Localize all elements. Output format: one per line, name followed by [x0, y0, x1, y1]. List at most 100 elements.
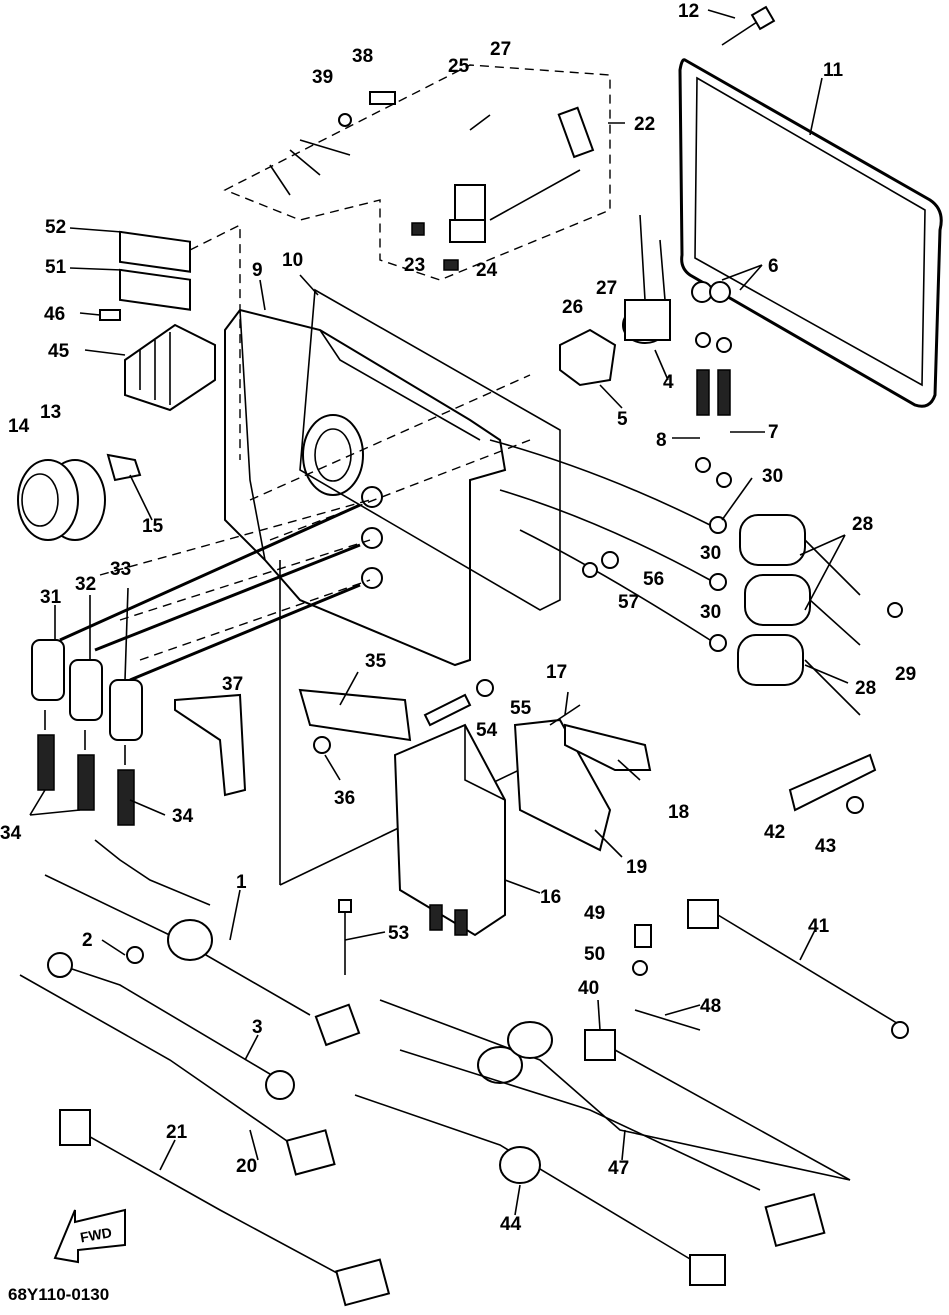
callout-56: 56	[643, 569, 664, 590]
callout-19: 19	[626, 857, 647, 878]
callout-40: 40	[578, 978, 599, 999]
callout-16: 16	[540, 887, 561, 908]
electrical-box	[224, 308, 507, 667]
callout-2: 2	[82, 930, 93, 951]
bolt-54	[423, 693, 472, 727]
rectifier	[99, 309, 216, 412]
connector-bracket	[174, 693, 247, 797]
callout-25: 25	[448, 56, 470, 77]
callout-46: 46	[44, 304, 65, 325]
callout-32: 32	[75, 574, 96, 595]
bolt-29	[887, 602, 903, 618]
callout-12: 12	[678, 1, 699, 22]
nut-56	[601, 551, 619, 569]
callout-53: 53	[388, 923, 409, 944]
callout-18: 18	[668, 802, 689, 823]
callout-41: 41	[808, 916, 830, 937]
callout-30b: 30	[700, 543, 721, 564]
callout-labels: 1 2 3 4 5 6 7 8 9 10 11 12 13 14 15 16 1…	[0, 1, 916, 1235]
plug-caps	[31, 503, 361, 741]
callout-39: 39	[312, 67, 333, 88]
callout-35: 35	[365, 651, 387, 672]
callout-13: 13	[40, 402, 61, 423]
leader-dash-5	[119, 539, 371, 621]
callout-1: 1	[236, 872, 247, 893]
callout-7: 7	[768, 422, 779, 443]
callout-21: 21	[166, 1122, 188, 1143]
callout-34a: 34	[0, 823, 22, 844]
callout-28b: 28	[855, 678, 876, 699]
fwd-label: FWD	[79, 1224, 113, 1245]
clip-15	[106, 453, 142, 482]
leader-dash-1	[189, 223, 241, 460]
harness-right	[354, 999, 851, 1286]
callout-57: 57	[618, 592, 639, 613]
fuse-springs	[695, 332, 732, 488]
callout-22: 22	[634, 114, 655, 135]
label-51	[119, 268, 191, 311]
callout-45: 45	[48, 341, 70, 362]
cover-gasket	[299, 288, 561, 611]
callout-49: 49	[584, 903, 605, 924]
bracket-18	[564, 723, 652, 771]
washer-57	[582, 562, 598, 578]
leader-dash-4	[99, 499, 371, 576]
callout-4: 4	[663, 372, 674, 393]
cable-tie-head	[338, 899, 352, 913]
screw-12	[721, 5, 776, 46]
label-52	[119, 230, 191, 273]
callout-20: 20	[236, 1156, 257, 1177]
gasket-frame	[678, 58, 943, 408]
callout-52: 52	[45, 217, 66, 238]
callout-17: 17	[546, 662, 567, 683]
callout-24: 24	[476, 260, 498, 281]
screw-36	[313, 736, 331, 754]
callout-9: 9	[252, 260, 263, 281]
callout-43: 43	[815, 836, 836, 857]
callout-26: 26	[562, 297, 583, 318]
callout-15: 15	[142, 516, 164, 537]
callout-5: 5	[617, 409, 628, 430]
leader-dash-6	[139, 579, 371, 661]
callout-47: 47	[608, 1158, 629, 1179]
plate-42	[788, 753, 877, 812]
ignition-coils	[489, 439, 861, 716]
callout-50: 50	[584, 944, 605, 965]
drawing-code: 68Y110-0130	[8, 1285, 109, 1304]
fwd-arrow	[53, 1208, 126, 1264]
callout-44: 44	[500, 1214, 522, 1235]
callout-38: 38	[352, 46, 373, 67]
callout-51: 51	[45, 257, 67, 278]
bolt-43	[846, 796, 864, 814]
callout-3: 3	[252, 1017, 263, 1038]
wire-terminals	[269, 91, 396, 196]
leader-dash-3	[269, 439, 531, 541]
spark-plugs	[37, 710, 135, 826]
cdi-unit	[393, 723, 506, 937]
callout-30a: 30	[762, 466, 783, 487]
callout-37: 37	[222, 674, 243, 695]
callout-36: 36	[334, 788, 355, 809]
callout-42: 42	[764, 822, 785, 843]
callout-6: 6	[768, 256, 779, 277]
callout-11: 11	[823, 60, 844, 81]
washer-55	[476, 679, 494, 697]
leader-dash-2	[249, 374, 531, 501]
leader-lines	[29, 9, 849, 1216]
relay-components	[411, 106, 595, 271]
wire-clamp	[298, 688, 412, 742]
callout-27a: 27	[490, 39, 511, 60]
callout-29: 29	[895, 664, 916, 685]
relay-holder	[559, 328, 617, 387]
callout-23: 23	[404, 255, 425, 276]
callout-28a: 28	[852, 514, 873, 535]
bracket-19	[513, 718, 612, 852]
harness-left	[19, 839, 391, 1307]
callout-48: 48	[700, 996, 721, 1017]
callout-10: 10	[282, 250, 303, 271]
callout-33: 33	[110, 559, 131, 580]
starter-relay	[622, 214, 671, 344]
callout-55: 55	[510, 698, 532, 719]
